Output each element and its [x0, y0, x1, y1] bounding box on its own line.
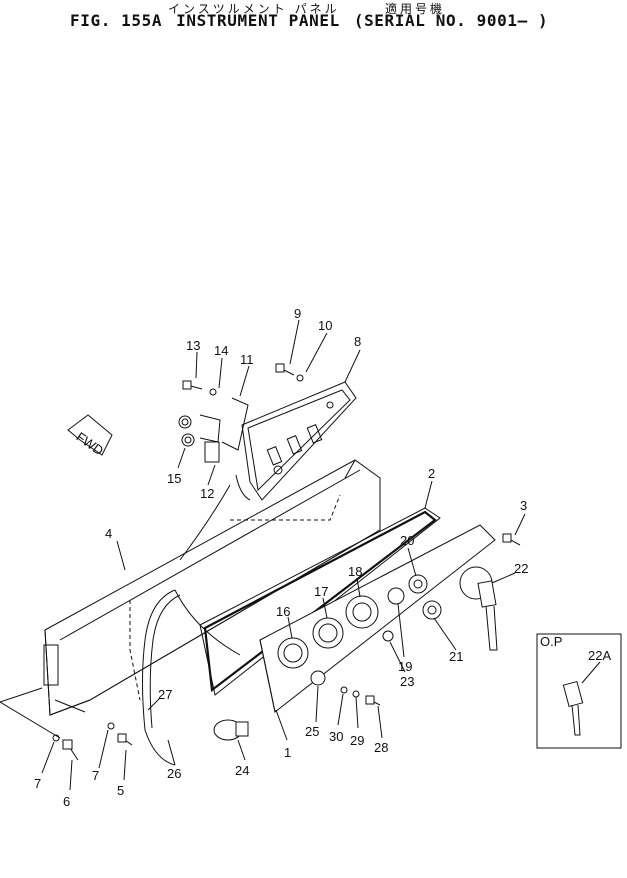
- wire-harness: [142, 484, 241, 766]
- leader-lines: [0, 319, 526, 791]
- callout-12: 12: [200, 486, 214, 501]
- callout-28: 28: [374, 740, 388, 755]
- fasteners: [52, 363, 521, 761]
- callout-27: 27: [158, 687, 172, 702]
- callout-22a: 22A: [588, 648, 611, 663]
- figure-name: INSTRUMENT PANEL: [176, 11, 340, 30]
- figure-number: FIG. 155A: [70, 11, 163, 30]
- figure-title: FIG. 155A INSTRUMENT PANEL (SERIAL NO. 900…: [70, 11, 562, 30]
- callout-24: 24: [235, 763, 249, 778]
- callout-21: 21: [449, 649, 463, 664]
- callout-3: 3: [520, 498, 527, 513]
- ignition-key: [477, 580, 498, 651]
- fwd-direction-arrow: FWD: [67, 414, 113, 458]
- switch-plate: [241, 381, 357, 501]
- callout-18: 18: [348, 564, 362, 579]
- option-box-label: O.P: [540, 634, 562, 649]
- callout-29: 29: [350, 733, 364, 748]
- callout-9: 9: [294, 306, 301, 321]
- callout-7b: 7: [92, 768, 99, 783]
- callout-numbers: 1 2 3 4 5 6 7 7 8 9 10 11 12 13 14 15 16…: [34, 306, 611, 809]
- japanese-applicable-label: 適用号機: [385, 2, 446, 16]
- callout-2: 2: [428, 466, 435, 481]
- callout-8: 8: [354, 334, 361, 349]
- callout-1: 1: [284, 745, 291, 760]
- callout-14: 14: [214, 343, 228, 358]
- buzzer: [213, 719, 249, 741]
- serial-range: (SERIAL NO. 9001– ): [353, 11, 549, 30]
- meter-gasket: [199, 507, 441, 696]
- japanese-title: インスツルメント パネル: [168, 2, 340, 16]
- bracket: [178, 397, 251, 501]
- callout-11: 11: [240, 352, 254, 367]
- callout-23: 23: [400, 674, 414, 689]
- callout-25: 25: [305, 724, 319, 739]
- callout-30: 30: [329, 729, 343, 744]
- callout-6: 6: [63, 794, 70, 809]
- callout-4: 4: [105, 526, 112, 541]
- callout-17: 17: [314, 584, 328, 599]
- meter-panel: [259, 524, 496, 713]
- callout-10: 10: [318, 318, 332, 333]
- callout-26: 26: [167, 766, 181, 781]
- callout-7a: 7: [34, 776, 41, 791]
- callout-5: 5: [117, 783, 124, 798]
- panel-housing: [43, 459, 381, 716]
- callout-20: 20: [400, 533, 414, 548]
- option-box: O.P: [536, 633, 622, 749]
- callout-13: 13: [186, 338, 200, 353]
- callout-16: 16: [276, 604, 290, 619]
- callout-19: 19: [398, 659, 412, 674]
- callout-15: 15: [167, 471, 181, 486]
- callout-22: 22: [514, 561, 528, 576]
